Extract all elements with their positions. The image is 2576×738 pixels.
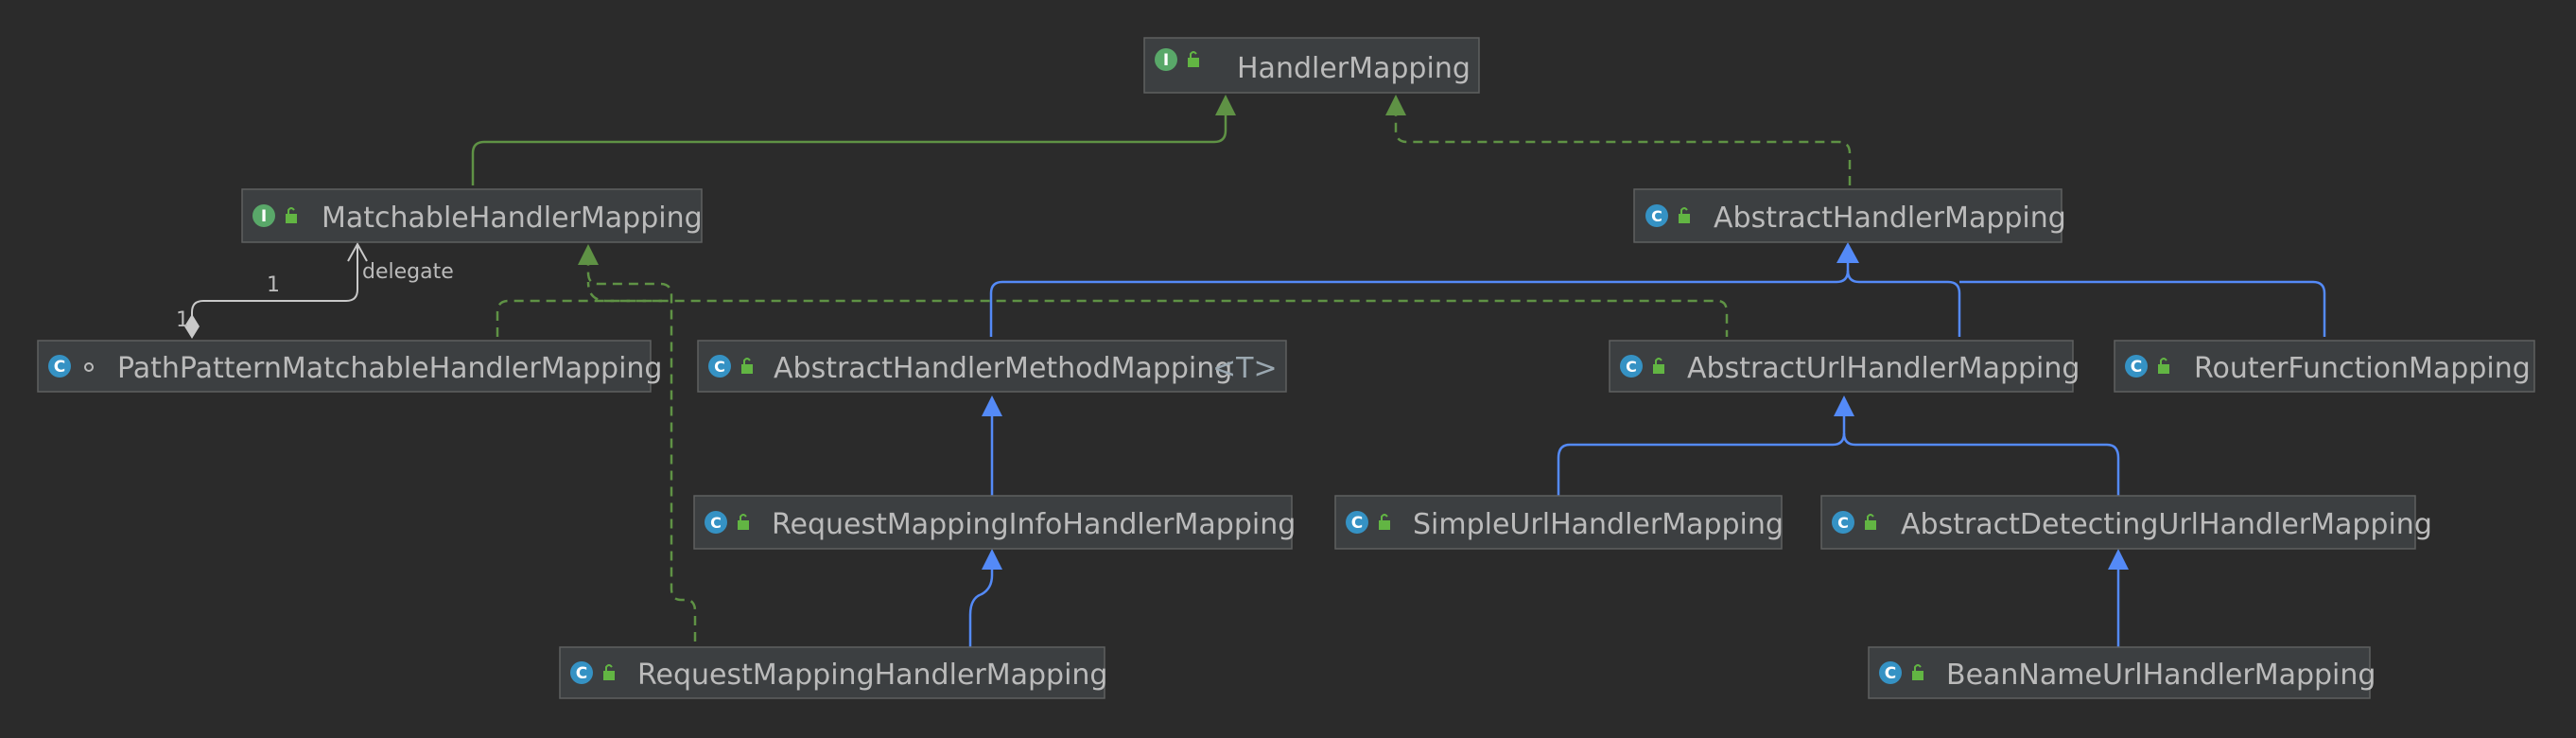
class-icon	[1879, 661, 1902, 684]
edge-abstract-handler-implements-handler-mapping	[1394, 102, 1852, 185]
node-label: MatchableHandlerMapping	[322, 202, 703, 235]
abstract-class-icon	[705, 511, 727, 534]
edge-delegate-association	[191, 244, 358, 320]
edge-label-target-multiplicity: 1	[267, 273, 280, 297]
abstract-class-icon	[1645, 204, 1668, 227]
node-abstract-handler-method-mapping[interactable]: C AbstractHandlerMethodMapping <T>	[697, 340, 1287, 393]
class-icon	[1346, 511, 1368, 534]
class-badge-letter: C	[714, 358, 725, 376]
lock-icon	[1653, 358, 1664, 374]
node-label: RouterFunctionMapping	[2194, 352, 2531, 385]
edge-simple-url-extends	[1557, 413, 1846, 496]
node-label: AbstractHandlerMapping	[1714, 202, 2066, 235]
abstract-class-icon	[1832, 511, 1854, 534]
node-label: BeanNameUrlHandlerMapping	[1946, 659, 2376, 692]
class-badge-letter: C	[54, 358, 65, 377]
class-icon	[570, 661, 593, 684]
class-badge-letter: C	[1837, 514, 1849, 532]
node-label: PathPatternMatchableHandlerMapping	[117, 352, 662, 385]
association-open-arrowhead	[347, 241, 368, 262]
node-handler-mapping[interactable]: I HandlerMapping	[1143, 37, 1480, 94]
edge-path-pattern-implements-matchable	[496, 299, 1729, 337]
lock-icon	[1679, 207, 1690, 223]
node-router-function-mapping[interactable]: C RouterFunctionMapping	[2114, 340, 2535, 393]
node-label: HandlerMapping	[1237, 52, 1471, 85]
edge-abstract-detecting-extends	[1842, 432, 2120, 496]
node-label: RequestMappingHandlerMapping	[637, 659, 1107, 692]
interface-icon	[252, 204, 275, 227]
node-label: RequestMappingInfoHandlerMapping	[772, 508, 1296, 541]
edge-router-function-extends	[1959, 280, 2326, 337]
arrowhead-request-mapping-info	[982, 549, 1002, 570]
edge-matchable-extends-handler-mapping	[471, 102, 1227, 185]
arrowhead-abstract-handler-method	[982, 395, 1002, 416]
package-private-icon	[84, 362, 94, 372]
abstract-class-icon	[708, 355, 731, 378]
class-badge-letter: C	[1885, 664, 1896, 683]
node-abstract-detecting-url-handler-mapping[interactable]: C AbstractDetectingUrlHandlerMapping	[1820, 495, 2432, 550]
lock-icon	[741, 358, 753, 374]
node-label: SimpleUrlHandlerMapping	[1413, 508, 1784, 541]
arrowhead-abstract-handler-mapping	[1836, 242, 1859, 263]
composition-diamond	[184, 314, 200, 339]
node-bean-name-url-handler-mapping[interactable]: C BeanNameUrlHandlerMapping	[1868, 646, 2376, 699]
edge-abstract-handler-method-extends	[989, 252, 1850, 337]
class-icon	[2125, 355, 2148, 378]
node-label: AbstractDetectingUrlHandlerMapping	[1901, 508, 2432, 541]
interface-badge-letter: I	[1163, 51, 1169, 70]
lock-icon	[2158, 358, 2169, 374]
lock-icon	[603, 664, 615, 680]
class-badge-letter: C	[1626, 358, 1637, 376]
node-path-pattern-matchable-handler-mapping[interactable]: C PathPatternMatchableHandlerMapping	[37, 340, 662, 393]
edge-request-mapping-handler-implements-matchable	[586, 254, 697, 641]
node-abstract-handler-mapping[interactable]: C AbstractHandlerMapping	[1633, 188, 2066, 243]
node-simple-url-handler-mapping[interactable]: C SimpleUrlHandlerMapping	[1334, 495, 1784, 550]
lock-icon	[1912, 664, 1923, 680]
arrowhead-handler-mapping-right	[1385, 95, 1406, 115]
interface-icon	[1155, 48, 1177, 71]
lock-icon	[286, 207, 297, 223]
arrowhead-abstract-url-handler	[1834, 395, 1854, 416]
edge-label-source-multiplicity: 1	[176, 308, 189, 332]
class-badge-letter: C	[576, 664, 587, 683]
interface-badge-letter: I	[261, 207, 267, 226]
lock-icon	[1865, 514, 1876, 530]
node-abstract-url-handler-mapping[interactable]: C AbstractUrlHandlerMapping	[1609, 340, 2080, 393]
edges	[184, 95, 2326, 647]
class-badge-letter: C	[1351, 514, 1363, 533]
edge-abstract-url-extends	[1846, 270, 1961, 337]
edge-label-delegate: delegate	[362, 260, 454, 284]
arrowhead-abstract-detecting	[2108, 549, 2129, 570]
edge-request-mapping-handler-extends	[968, 566, 994, 647]
node-label: AbstractHandlerMethodMapping	[774, 352, 1232, 385]
edge-to-matchable-hub	[586, 281, 662, 303]
node-label: AbstractUrlHandlerMapping	[1687, 352, 2080, 385]
node-request-mapping-handler-mapping[interactable]: C RequestMappingHandlerMapping	[559, 646, 1107, 699]
node-generic-parameter: <T>	[1212, 352, 1278, 385]
lock-icon	[1379, 514, 1390, 530]
lock-icon	[738, 514, 749, 530]
arrowhead-matchable-handler-mapping	[578, 244, 599, 265]
abstract-class-icon	[1620, 355, 1643, 378]
node-request-mapping-info-handler-mapping[interactable]: C RequestMappingInfoHandlerMapping	[693, 495, 1296, 550]
class-icon	[48, 355, 71, 378]
node-matchable-handler-mapping[interactable]: I MatchableHandlerMapping	[241, 188, 703, 243]
arrowhead-handler-mapping-left	[1215, 95, 1236, 115]
class-badge-letter: C	[710, 514, 722, 532]
class-badge-letter: C	[1651, 207, 1662, 225]
class-badge-letter: C	[2131, 358, 2142, 377]
lock-icon	[1188, 51, 1199, 67]
